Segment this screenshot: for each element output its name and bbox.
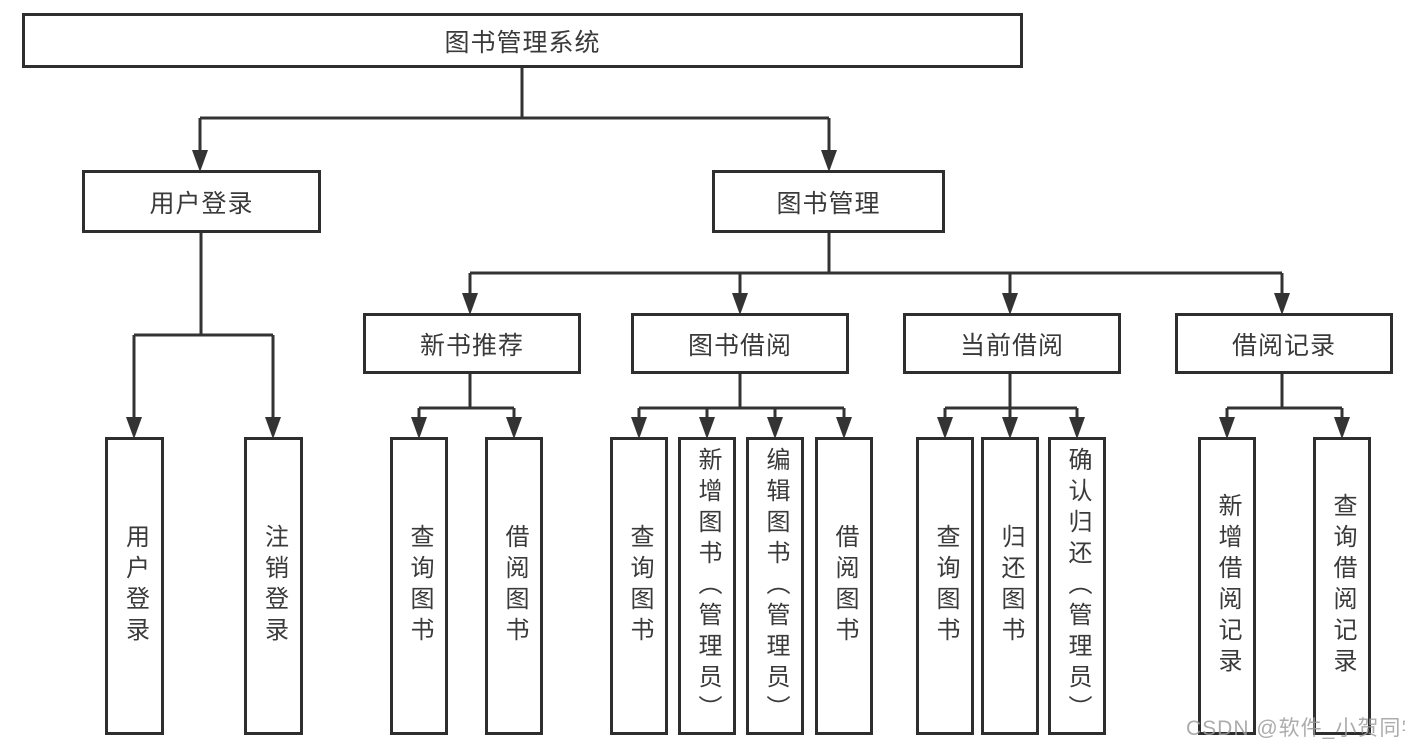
leaf-current-confirm-return-admin: 确认归还（管理员） bbox=[1048, 437, 1106, 735]
connector-arrow bbox=[821, 118, 837, 172]
node-borrow-record-label: 借阅记录 bbox=[1231, 331, 1336, 360]
connector-arrow bbox=[836, 408, 852, 439]
connector-arrow bbox=[732, 273, 748, 315]
leaf-logout-label: 注销登录 bbox=[260, 524, 288, 648]
connector-arrow bbox=[767, 408, 783, 439]
leaf-current-query-books-label: 查询图书 bbox=[932, 524, 959, 648]
connector-arrow bbox=[1274, 273, 1290, 315]
leaf-borrow-borrow-books-label: 借阅图书 bbox=[831, 524, 858, 648]
node-current-borrow: 当前借阅 bbox=[903, 313, 1121, 374]
leaf-borrow-borrow-books: 借阅图书 bbox=[815, 437, 873, 735]
connector-arrow bbox=[1219, 408, 1235, 439]
node-book-management: 图书管理 bbox=[712, 170, 945, 233]
leaf-borrow-add-books-admin-label: 新增图书（管理员） bbox=[694, 446, 721, 726]
leaf-record-query-borrow-record: 查询借阅记录 bbox=[1313, 437, 1371, 735]
connector-arrow bbox=[126, 335, 142, 439]
connector-arrow bbox=[699, 408, 715, 439]
connector-arrow bbox=[1334, 408, 1350, 439]
connector-arrow bbox=[1069, 408, 1085, 439]
node-root-label: 图书管理系统 bbox=[444, 28, 601, 57]
leaf-borrow-add-books-admin: 新增图书（管理员） bbox=[678, 437, 736, 735]
node-current-borrow-label: 当前借阅 bbox=[959, 331, 1064, 360]
connector-arrow bbox=[506, 408, 522, 439]
node-user-login: 用户登录 bbox=[82, 170, 321, 233]
leaf-user-login-label: 用户登录 bbox=[121, 524, 149, 648]
leaf-current-return-books: 归还图书 bbox=[981, 437, 1039, 735]
connector-arrow bbox=[631, 408, 647, 439]
connector-arrow bbox=[411, 408, 427, 439]
leaf-current-query-books: 查询图书 bbox=[916, 437, 974, 735]
leaf-borrow-query-books: 查询图书 bbox=[610, 437, 668, 735]
leaf-record-add-borrow-record-label: 新增借阅记录 bbox=[1214, 493, 1241, 679]
leaf-recommend-query-books: 查询图书 bbox=[390, 437, 448, 735]
leaf-record-add-borrow-record: 新增借阅记录 bbox=[1198, 437, 1256, 735]
connector-arrow bbox=[192, 118, 208, 172]
connector-arrow bbox=[462, 273, 478, 315]
node-book-management-label: 图书管理 bbox=[776, 189, 881, 218]
leaf-record-query-borrow-record-label: 查询借阅记录 bbox=[1329, 493, 1356, 679]
connector-arrow bbox=[1002, 273, 1018, 315]
connector-arrow bbox=[1002, 408, 1018, 439]
watermark: CSDN @软件_小贺同学 bbox=[1186, 717, 1405, 740]
leaf-current-return-books-label: 归还图书 bbox=[997, 524, 1024, 648]
leaf-user-login: 用户登录 bbox=[105, 437, 164, 735]
node-new-book-recommend-label: 新书推荐 bbox=[419, 331, 524, 360]
connector-arrow bbox=[265, 335, 281, 439]
leaf-borrow-query-books-label: 查询图书 bbox=[626, 524, 653, 648]
node-borrow-record: 借阅记录 bbox=[1175, 313, 1393, 374]
connector-path bbox=[134, 66, 1342, 410]
leaf-current-confirm-return-admin-label: 确认归还（管理员） bbox=[1064, 446, 1091, 726]
node-new-book-recommend: 新书推荐 bbox=[363, 313, 581, 374]
node-user-login-label: 用户登录 bbox=[149, 189, 254, 218]
node-root: 图书管理系统 bbox=[22, 13, 1023, 68]
leaf-borrow-edit-books-admin-label: 编辑图书（管理员） bbox=[762, 446, 789, 726]
leaf-borrow-edit-books-admin: 编辑图书（管理员） bbox=[746, 437, 804, 735]
leaf-recommend-borrow-books: 借阅图书 bbox=[485, 437, 543, 735]
leaf-recommend-query-books-label: 查询图书 bbox=[406, 524, 433, 648]
connector-arrow bbox=[937, 408, 953, 439]
node-book-borrow: 图书借阅 bbox=[631, 313, 849, 374]
leaf-recommend-borrow-books-label: 借阅图书 bbox=[501, 524, 528, 648]
node-book-borrow-label: 图书借阅 bbox=[687, 331, 792, 360]
leaf-logout: 注销登录 bbox=[244, 437, 303, 735]
